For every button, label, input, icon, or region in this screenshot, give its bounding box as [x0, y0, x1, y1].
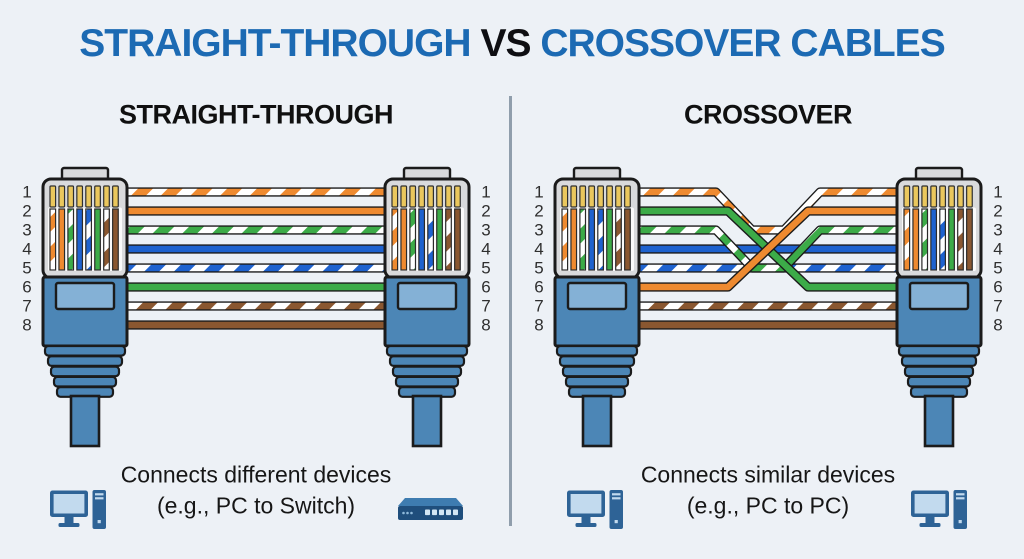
pin-number: 3: [534, 220, 544, 240]
vs-label: VS: [480, 22, 531, 65]
panel-divider: [509, 96, 512, 526]
pin-number: 2: [22, 201, 32, 221]
pin-number: 3: [993, 220, 1003, 240]
pin-number: 1: [481, 182, 491, 202]
crossover-wires: [637, 187, 899, 330]
straight-through-wires: [125, 187, 387, 330]
pin-number: 6: [534, 277, 544, 297]
pin-number: 4: [481, 239, 491, 259]
pin-number: 5: [481, 258, 491, 278]
crossover-cables-title-part: CROSSOVER CABLES: [540, 22, 945, 65]
pin-number: 6: [22, 277, 32, 297]
pin-number: 5: [534, 258, 544, 278]
pin-number: 2: [534, 201, 544, 221]
pin-number: 5: [22, 258, 32, 278]
pin-number: 1: [993, 182, 1003, 202]
pin-number: 8: [22, 315, 32, 335]
crossover-cable-diagram: [553, 166, 983, 448]
pin-number: 3: [481, 220, 491, 240]
straight-through-title-part: STRAIGHT-THROUGH: [79, 22, 471, 65]
pin-number: 2: [993, 201, 1003, 221]
pin-number: 7: [22, 296, 32, 316]
straight-through-caption-line2: (e.g., PC to Switch): [156, 492, 356, 519]
straight-through-panel-title: STRAIGHT-THROUGH: [119, 99, 393, 130]
pin-number: 4: [993, 239, 1003, 259]
main-title: STRAIGHT-THROUGH VS CROSSOVER CABLES: [79, 22, 945, 66]
straight-through-caption-line1: Connects different devices: [120, 461, 392, 488]
pin-number: 8: [534, 315, 544, 335]
wire-orange-white: [637, 188, 899, 234]
pin-number: 1: [22, 182, 32, 202]
pin-number: 5: [993, 258, 1003, 278]
crossover-caption-line1: Connects similar devices: [640, 461, 896, 488]
pin-number: 8: [993, 315, 1003, 335]
pin-number: 7: [993, 296, 1003, 316]
pin-number: 7: [534, 296, 544, 316]
crossover-panel-title: CROSSOVER: [683, 99, 853, 130]
right-rj45-connector: [383, 166, 471, 448]
pin-number: 4: [534, 239, 544, 259]
pin-number: 7: [481, 296, 491, 316]
straight-through-cable-diagram: [41, 166, 471, 448]
crossover-caption-line2: (e.g., PC to PC): [686, 492, 850, 519]
wire-green-white: [637, 226, 899, 272]
right-rj45-connector: [895, 166, 983, 448]
pin-number: 8: [481, 315, 491, 335]
pin-number: 4: [22, 239, 32, 259]
pin-number: 2: [481, 201, 491, 221]
wire-orange: [637, 207, 899, 291]
left-rj45-connector: [41, 166, 129, 448]
pin-number: 6: [993, 277, 1003, 297]
network-switch-icon: [398, 498, 463, 520]
pc-icon: [911, 490, 967, 529]
pc-icon: [50, 490, 106, 529]
left-rj45-connector: [553, 166, 641, 448]
pin-number: 3: [22, 220, 32, 240]
pin-number: 1: [534, 182, 544, 202]
pc-icon: [567, 490, 623, 529]
pin-number: 6: [481, 277, 491, 297]
